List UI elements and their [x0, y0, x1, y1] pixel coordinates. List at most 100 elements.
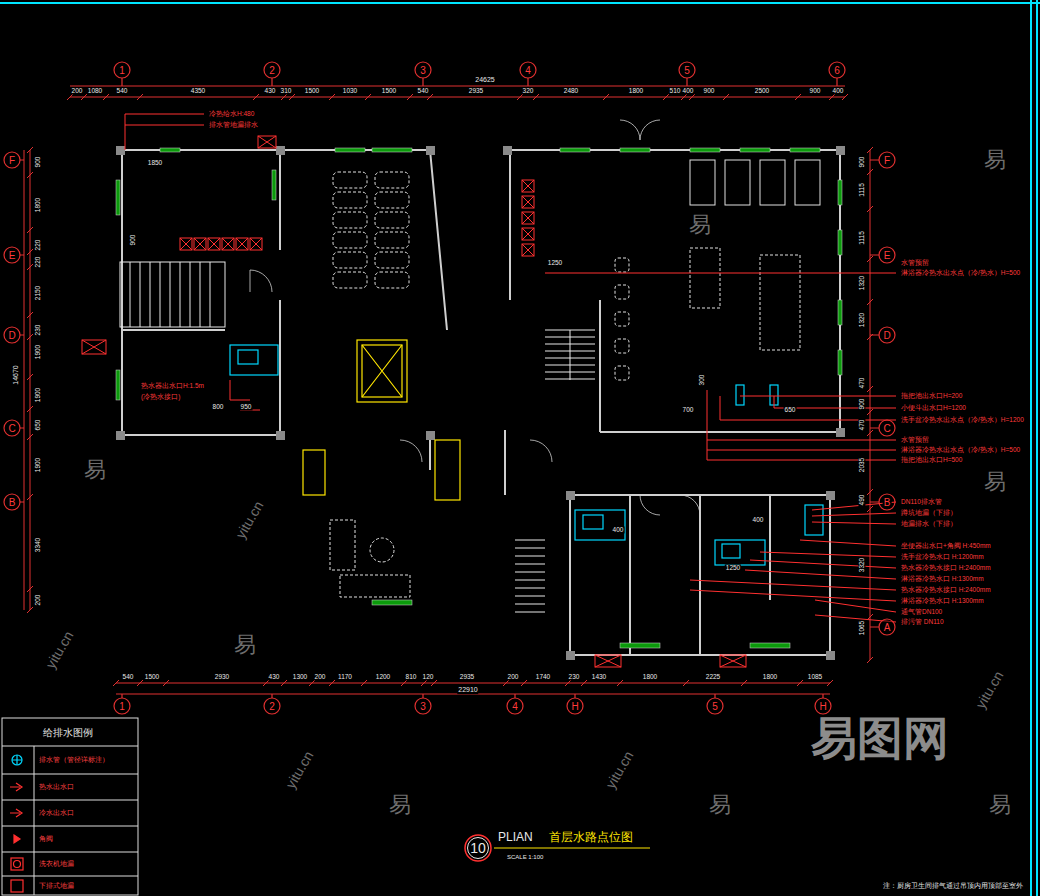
dimension-total: 22910: [457, 686, 478, 694]
circle-ring-inner: [468, 838, 489, 859]
general-note: 注：厨房卫生间排气通过吊顶内用顶部至室外: [882, 882, 1024, 890]
pipe-annotation: 排污管 DN110: [900, 618, 945, 625]
dimension: 1850: [147, 159, 163, 166]
dimension: 1250: [725, 564, 741, 571]
dimension: 200: [34, 594, 41, 607]
pipe-annotation: 热水器出水口H:1.5m: [140, 382, 205, 389]
legend-symbols: [10, 755, 23, 892]
pipe-annotation: 小便斗出水口H=1200: [900, 404, 967, 411]
dimension: 2930: [214, 673, 230, 680]
windows: [116, 148, 842, 648]
watermark: 易: [983, 148, 1007, 172]
dimension: 1800: [628, 87, 644, 94]
watermark: yitu.cn: [603, 748, 638, 792]
dimension: 1320: [858, 312, 865, 328]
dimension: 1900: [34, 344, 41, 360]
grid-bubbles: [4, 62, 895, 714]
watermark: yitu.cn: [233, 498, 268, 542]
grid-number: 5: [711, 701, 719, 712]
dimension: 470: [858, 377, 865, 390]
beds: [690, 160, 820, 205]
dimension: 230: [568, 673, 581, 680]
grid-letter: F: [883, 155, 891, 166]
legend-text: 排水管（管径详标注）: [38, 756, 110, 764]
dimension: 3320: [858, 557, 865, 573]
legend-text: 热水出水口: [38, 783, 75, 791]
stairs: [120, 262, 595, 612]
pipe-annotation: 水管预留: [900, 436, 930, 443]
dimension: 400: [682, 87, 695, 94]
watermark: yitu.cn: [43, 628, 78, 672]
dimension-total: 24625: [474, 76, 495, 84]
grid-letter: A: [883, 622, 892, 633]
grid-letter: C: [882, 423, 891, 434]
dimension: 1170: [337, 673, 353, 680]
dimension: 900: [129, 234, 136, 247]
drawing-number: 10: [470, 841, 486, 855]
doors: [250, 120, 700, 515]
dimension: 4350: [190, 87, 206, 94]
watermark: 易: [688, 213, 712, 237]
dimension: 1500: [381, 87, 397, 94]
pipe-annotation: 水管预留: [900, 259, 930, 266]
grid-letter: F: [8, 155, 16, 166]
dimension: 1085: [807, 673, 823, 680]
dimension: 300: [698, 374, 705, 387]
dimension: 540: [116, 87, 129, 94]
dimension: 2935: [459, 673, 475, 680]
pipe-annotation: 地漏排水（下排）: [900, 520, 958, 527]
dimension: 2150: [34, 285, 41, 301]
dimension: 1250: [547, 259, 563, 266]
legend-table: [2, 718, 138, 895]
dimension: 700: [682, 406, 695, 413]
pipe-annotation: 热水器冷热水接口 H:2400mm: [900, 586, 992, 593]
dimension: 1500: [304, 87, 320, 94]
watermark: 易: [388, 793, 412, 817]
grid-letter: B: [8, 497, 17, 508]
dimension: 1500: [144, 673, 160, 680]
watermark: yitu.cn: [973, 668, 1008, 712]
grid-number: 4: [524, 65, 532, 76]
dimension: 900: [703, 87, 716, 94]
dimension: 1900: [34, 387, 41, 403]
dimension: 950: [240, 403, 253, 410]
dimension: 1800: [34, 197, 41, 213]
dimension: 230: [34, 324, 41, 337]
dimension: 510: [669, 87, 682, 94]
pipe-annotation: DN110排水管: [900, 498, 943, 505]
pipe-annotation: 坐便器出水口+角阀 H:450mm: [900, 542, 992, 549]
title-underline: [494, 847, 650, 848]
pipe-annotation: 蹲坑地漏（下排）: [900, 509, 958, 516]
legend-heading: 给排水图例: [42, 727, 94, 738]
pipe-leaders: [125, 114, 896, 622]
grid-number: 2: [268, 701, 276, 712]
bathroom-fixtures: [230, 345, 823, 565]
legend-text: 角阀: [38, 835, 54, 843]
pipe-annotation: (冷热水接口): [140, 393, 181, 400]
watermark: yitu.cn: [283, 748, 318, 792]
dimension-total: 14670: [12, 364, 20, 385]
dimension: 540: [417, 87, 430, 94]
watermark: 易: [708, 793, 732, 817]
dimension: 900: [809, 87, 822, 94]
legend-text: 洗衣机地漏: [38, 860, 75, 868]
dimension-lines: [24, 86, 873, 694]
grid-number: 5: [683, 65, 691, 76]
drawing-number-circle: 10: [464, 834, 492, 862]
legend-text: 下排式地漏: [38, 882, 75, 890]
dimension: 1800: [762, 673, 778, 680]
dimension: 200: [314, 673, 327, 680]
grid-letter: B: [883, 497, 892, 508]
dimension: 400: [612, 526, 625, 533]
dimension: 1800: [642, 673, 658, 680]
dimension: 430: [268, 673, 281, 680]
dimension: 1900: [34, 457, 41, 473]
pipe-annotation: 冷热给水H:480: [208, 110, 255, 117]
dimension: 1300: [292, 673, 308, 680]
dimension: 200: [507, 673, 520, 680]
watermark: 易: [83, 458, 107, 482]
plan-title: 首层水路点位图: [548, 831, 634, 844]
